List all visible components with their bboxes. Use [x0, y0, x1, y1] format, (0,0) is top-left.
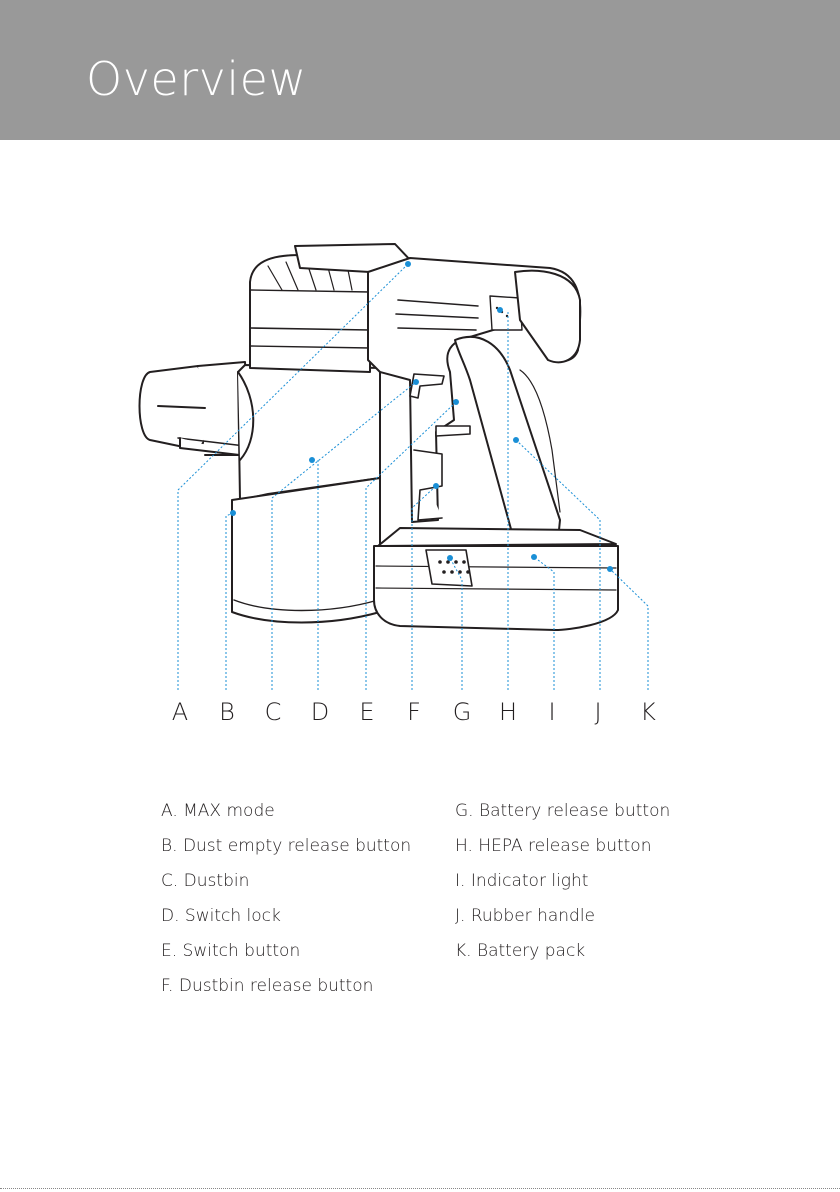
legend-item-b: B. Dust empty release button [161, 829, 411, 864]
letter-b: B [207, 700, 247, 724]
nozzle-inlet [140, 362, 251, 456]
letter-i: I [532, 700, 572, 724]
legend-item-f: F. Dustbin release button [161, 969, 411, 1004]
battery-pack [374, 528, 618, 630]
page-title: Overview [86, 56, 307, 102]
legend-item-h: H. HEPA release button [455, 829, 670, 864]
letter-a: A [160, 700, 200, 724]
cyclone-top [250, 255, 370, 372]
legend-item-g: G. Battery release button [455, 794, 670, 829]
letter-c: C [253, 700, 293, 724]
letter-g: G [442, 700, 482, 724]
letter-f: F [394, 700, 434, 724]
legend-item-c: C. Dustbin [161, 864, 411, 899]
legend-left: A. MAX mode B. Dust empty release button… [161, 794, 411, 1004]
letter-k: K [628, 700, 668, 724]
legend-right: G. Battery release button H. HEPA releas… [455, 794, 670, 969]
page-bottom-divider [0, 1188, 840, 1189]
letter-d: D [300, 700, 340, 724]
letter-e: E [347, 700, 387, 724]
legend-item-a: A. MAX mode [161, 794, 411, 829]
legend-item-i: I. Indicator light [455, 864, 670, 899]
legend-item-j: J. Rubber handle [455, 899, 670, 934]
legend-item-e: E. Switch button [161, 934, 411, 969]
rear-cap [515, 271, 580, 363]
letter-j: J [578, 700, 618, 724]
dustbin-body [232, 365, 380, 623]
vacuum-diagram [0, 140, 840, 740]
page-header: Overview [0, 0, 840, 140]
legend-item-k: K. Battery pack [455, 934, 670, 969]
legend-item-d: D. Switch lock [161, 899, 411, 934]
letter-h: H [488, 700, 528, 724]
